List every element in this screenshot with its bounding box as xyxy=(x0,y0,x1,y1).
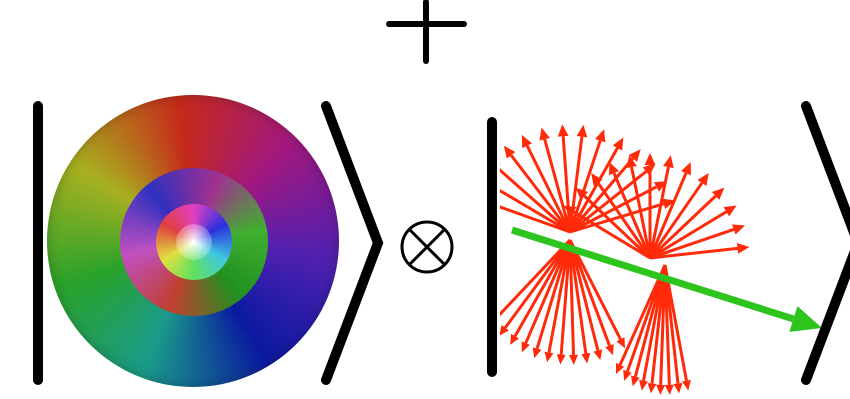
tensor-product-icon xyxy=(396,216,458,278)
right-ket-bar xyxy=(482,114,502,380)
vector-field-image xyxy=(500,100,830,399)
field-arrow xyxy=(558,124,570,232)
field-arrow xyxy=(500,240,570,325)
plus-icon xyxy=(384,0,470,66)
right-ket-angle-bracket xyxy=(796,98,850,388)
left-ket-angle-bracket xyxy=(316,98,388,388)
left-ket-bar xyxy=(28,98,48,388)
